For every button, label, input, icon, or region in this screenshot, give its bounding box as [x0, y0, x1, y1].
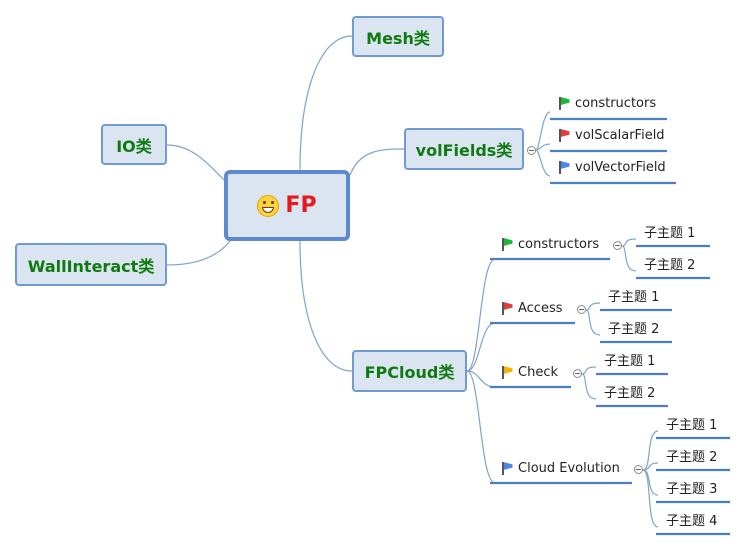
yellow-flag-icon — [501, 366, 513, 379]
leaf-label: Cloud Evolution — [518, 461, 620, 476]
collapse-toggle-cloud-evolution[interactable] — [634, 465, 643, 474]
blue-flag-icon — [501, 462, 513, 475]
red-flag-icon — [501, 302, 513, 315]
branch-mesh-label: Mesh类 — [366, 28, 430, 48]
branch-io[interactable]: IO类 — [101, 124, 167, 165]
leaf-label: volVectorField — [575, 160, 666, 175]
subtopic[interactable]: 子主题 1 — [604, 354, 656, 369]
collapse-toggle-check[interactable] — [573, 369, 582, 378]
branch-volfields-label: volFields类 — [415, 141, 513, 160]
leaf-cloud-evolution[interactable]: Cloud Evolution — [501, 461, 620, 476]
branch-wallinteract-label: WallInteract类 — [27, 256, 155, 276]
subtopic[interactable]: 子主题 2 — [666, 450, 718, 465]
branch-fpcloud-label: FPCloud类 — [364, 363, 455, 382]
collapse-toggle-access[interactable] — [577, 305, 586, 314]
leaf-label: Check — [518, 365, 558, 380]
subtopic[interactable]: 子主题 1 — [666, 418, 718, 433]
red-flag-icon — [558, 129, 570, 142]
blue-flag-icon — [558, 161, 570, 174]
central-topic[interactable]: FP — [224, 170, 350, 241]
leaf-label: Access — [518, 301, 563, 316]
collapse-toggle-volfields[interactable] — [527, 146, 536, 155]
central-topic-label: FP — [285, 193, 317, 218]
leaf-label: constructors — [518, 237, 600, 252]
subtopic[interactable]: 子主题 4 — [666, 514, 718, 529]
subtopic[interactable]: 子主题 3 — [666, 482, 718, 497]
branch-wallinteract[interactable]: WallInteract类 — [15, 243, 167, 286]
branch-fpcloud[interactable]: FPCloud类 — [352, 350, 467, 392]
green-flag-icon — [558, 97, 570, 110]
leaf-access[interactable]: Access — [501, 301, 563, 316]
branch-io-label: IO类 — [116, 136, 152, 156]
subtopic[interactable]: 子主题 1 — [608, 290, 660, 305]
grinning-face-icon — [257, 194, 280, 217]
collapse-toggle-constructors[interactable] — [613, 241, 622, 250]
subtopic[interactable]: 子主题 1 — [644, 226, 696, 241]
green-flag-icon — [501, 238, 513, 251]
leaf-volscalarfield[interactable]: volScalarField — [558, 128, 665, 143]
subtopic[interactable]: 子主题 2 — [608, 322, 660, 337]
branch-volfields[interactable]: volFields类 — [404, 128, 524, 170]
leaf-constructors[interactable]: constructors — [558, 96, 656, 111]
leaf-label: volScalarField — [575, 128, 665, 143]
subtopic[interactable]: 子主题 2 — [644, 258, 696, 273]
branch-mesh[interactable]: Mesh类 — [352, 16, 444, 57]
leaf-label: constructors — [575, 96, 657, 111]
leaf-fpcloud-constructors[interactable]: constructors — [501, 237, 599, 252]
leaf-volvectorfield[interactable]: volVectorField — [558, 160, 666, 175]
leaf-check[interactable]: Check — [501, 365, 558, 380]
subtopic[interactable]: 子主题 2 — [604, 386, 656, 401]
